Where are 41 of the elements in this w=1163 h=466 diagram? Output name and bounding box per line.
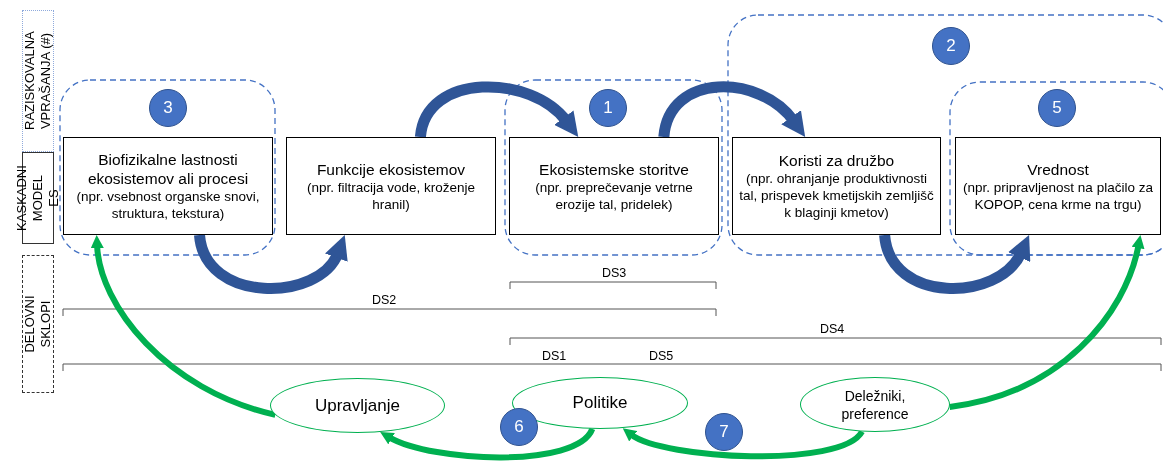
curved-arrow: [949, 235, 1145, 410]
number-badge: 1: [589, 89, 627, 127]
process-box: [286, 137, 496, 235]
box-description: (npr. filtracija vode, kroženje hranil): [305, 178, 477, 213]
number-badge: 3: [149, 89, 187, 127]
number-badge: 6: [500, 408, 538, 446]
box-title: Koristi za družbo: [778, 151, 895, 170]
curved-arrow: [658, 81, 807, 139]
row-label-box: [22, 255, 54, 393]
row-label: KASKADNI MODEL ES: [14, 165, 62, 231]
row-label-box: [22, 10, 54, 152]
curved-arrow: [90, 235, 277, 418]
box-title: Vrednost: [1027, 159, 1089, 179]
number-badge: 5: [1038, 89, 1076, 127]
box-description: (npr. ohranjanje produktivnosti tal, prispevek kmetijskih zemljišč k blaginji kmetov): [739, 170, 934, 221]
bracket-label: DS3: [600, 266, 629, 280]
box-title: Funkcije ekosistemov: [316, 159, 466, 179]
bracket-label: DS2: [370, 293, 399, 307]
curved-arrow: [879, 233, 1032, 294]
bracket-label: DS5: [647, 349, 676, 363]
curved-arrow: [621, 429, 865, 460]
box-description: (npr. pripravljenost na plačilo za KOPOP, cena krme na trgu): [962, 178, 1154, 213]
number-badge: 7: [705, 413, 743, 451]
process-box: [732, 137, 941, 235]
box-title: Ekosistemske storitve: [539, 159, 689, 179]
box-description: (npr. preprečevanje vetrne erozije tal, pridelek): [534, 178, 694, 213]
ellipse-node: Deležniki, preference: [800, 377, 950, 432]
process-box: [63, 137, 273, 235]
row-label: DELOVNI SKLOPI: [22, 295, 54, 353]
curved-arrow: [415, 81, 580, 139]
box-title: Biofizikalne lastnosti ekosistemov ali procesi: [86, 150, 250, 188]
row-label: RAZISKOVALNA VPRAŠANJA (#): [22, 32, 54, 130]
box-description: (npr. vsebnost organske snovi, struktura, tekstura): [75, 188, 261, 222]
curved-arrow: [379, 427, 595, 461]
bracket-label: DS4: [818, 322, 847, 336]
number-badge: 2: [932, 27, 970, 65]
process-box: [955, 137, 1161, 235]
curved-arrow: [194, 233, 348, 294]
ellipse-node: Upravljanje: [270, 378, 445, 433]
bracket-label: DS1: [540, 349, 569, 363]
process-box: [509, 137, 719, 235]
